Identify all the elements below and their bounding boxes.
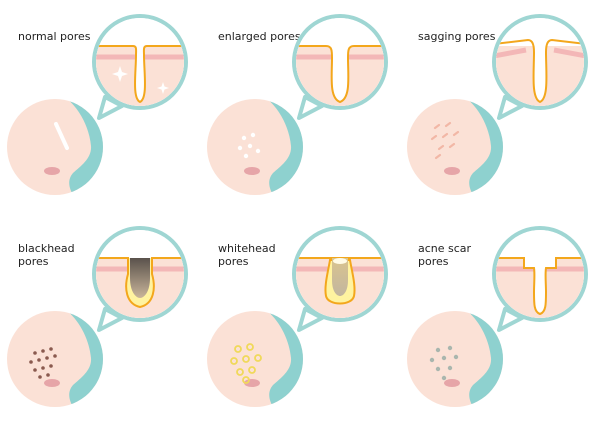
pore-illustration (407, 226, 588, 407)
panel-acne-scar-pores: acne scar pores (400, 212, 600, 424)
highlight-mark (54, 122, 69, 150)
panel-label: blackhead pores (18, 242, 75, 268)
panel-label: normal pores (18, 30, 91, 43)
pore-illustration (207, 226, 388, 407)
blackhead-plug (130, 258, 150, 298)
face-profile (407, 99, 503, 195)
panel-whitehead-pores: whitehead pores (200, 212, 400, 424)
panel-label: whitehead pores (218, 242, 276, 268)
pore-illustration (207, 14, 388, 195)
pore-outline (496, 38, 584, 104)
panel-label: acne scar pores (418, 242, 472, 268)
pore-outline (296, 45, 384, 104)
pore-illustration (7, 226, 188, 407)
whitehead-rings (230, 343, 262, 384)
skin-cross-section (296, 257, 384, 318)
face-profile (7, 311, 103, 407)
face-profile (7, 99, 103, 195)
panel-enlarged-pores: enlarged pores (200, 0, 400, 212)
face-profile (407, 311, 503, 407)
pore-outline (496, 257, 584, 316)
whitehead-plug (332, 258, 348, 296)
panel-label: sagging pores (418, 30, 496, 43)
pore-illustration (407, 14, 588, 195)
panel-normal-pores: normal pores (0, 0, 200, 212)
sag-marks (430, 121, 460, 160)
panel-blackhead-pores: blackhead pores (0, 212, 200, 424)
panel-sagging-pores: sagging pores (400, 0, 600, 212)
panel-label: enlarged pores (218, 30, 301, 43)
pore-illustration (7, 14, 188, 195)
scar-dots (429, 345, 459, 381)
pore-dots (237, 132, 261, 159)
sparkle-icon (157, 82, 169, 94)
face-profile (207, 99, 303, 195)
sparkle-icon (112, 66, 128, 82)
blackhead-dots (29, 347, 57, 379)
pore-outline (96, 45, 184, 104)
